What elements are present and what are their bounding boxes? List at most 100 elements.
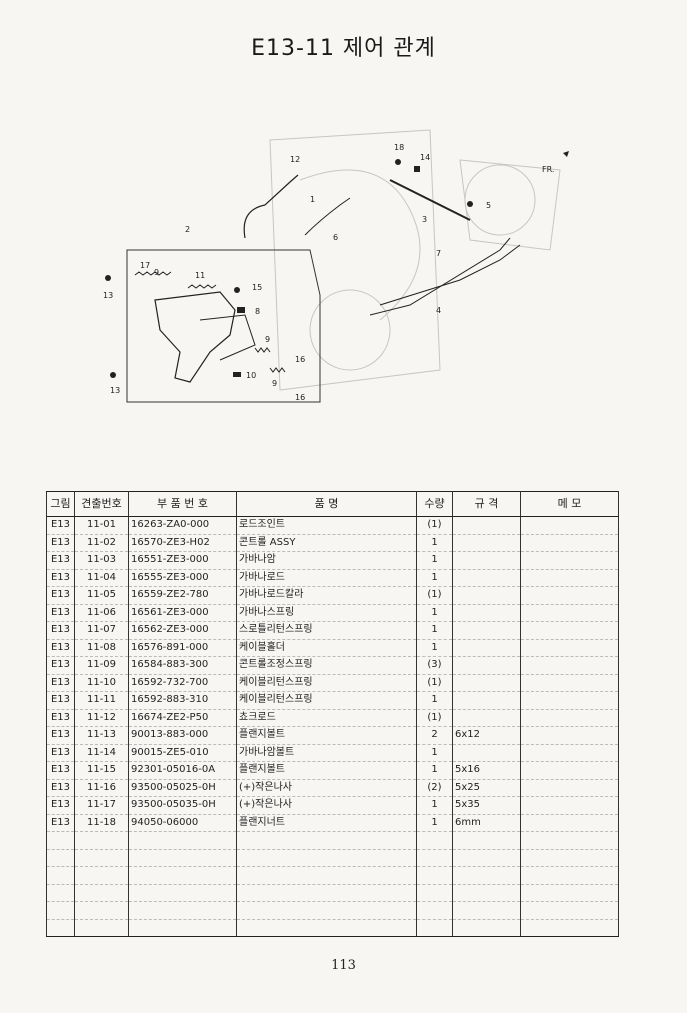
spring-11 [187,284,217,289]
svg-text:16: 16 [295,355,305,364]
svg-text:13: 13 [103,291,113,300]
cable-holder-8 [237,307,245,313]
control-assy-box [126,249,321,403]
cell-figure: E13 [46,709,75,727]
cell-figure: E13 [46,621,75,640]
bolt-13-top [105,275,111,281]
cell-part-no: 16592-732-700 [128,674,237,692]
cell-ref-no: 11-04 [74,569,129,587]
nut-18 [395,159,401,165]
cell-ref-no: 11-11 [74,691,129,710]
cell-qty: 1 [416,796,453,815]
callout-numbers: 1 2 3 4 5 6 7 8 9 9 9 10 11 12 13 13 14 … [103,143,491,402]
cell-part-no: 16555-ZE3-000 [128,569,237,587]
cell-empty [74,884,129,902]
cell-spec [452,516,521,535]
cell-memo [520,656,619,675]
cell-empty [74,919,129,937]
cell-empty [520,919,619,937]
cell-memo [520,516,619,535]
cell-empty [46,831,75,850]
cell-part-name: 케이블리턴스프링 [236,691,417,710]
cell-part-no: 90015-ZE5-010 [128,744,237,762]
spring-9-low [269,367,286,373]
cell-ref-no: 11-17 [74,796,129,815]
cell-ref-no: 11-08 [74,639,129,657]
cell-spec [452,709,521,727]
svg-text:12: 12 [290,155,300,164]
cell-empty [46,901,75,920]
governor-rod-12 [243,174,299,239]
cell-part-no: 16551-ZE3-000 [128,551,237,570]
cell-empty [416,901,453,920]
cell-empty [452,901,521,920]
bolt-13-bottom [110,372,116,378]
cell-part-name: 케이블리턴스프링 [236,674,417,692]
cell-empty [452,849,521,867]
cell-empty [452,919,521,937]
cell-part-name: 스로틀리턴스프링 [236,621,417,640]
cell-part-no: 16576-891-000 [128,639,237,657]
cell-spec [452,691,521,710]
cell-empty [236,884,417,902]
cell-spec: 5x25 [452,779,521,797]
governor-arm-3 [389,179,471,221]
cell-empty [128,866,237,885]
table-row-empty [46,919,619,937]
cell-qty: 1 [416,814,453,832]
cell-empty [520,866,619,885]
cell-figure: E13 [46,761,75,780]
svg-text:16: 16 [295,393,305,402]
cell-memo [520,796,619,815]
cell-part-name: 가바나로드 [236,569,417,587]
cell-part-name: 콘트롤조정스프링 [236,656,417,675]
table-header-row: 그림 견출번호 부 품 번 호 품 명 수량 규 격 메 모 [46,491,619,517]
cell-part-no: 16570-ZE3-H02 [128,534,237,552]
spring-9-mid [254,347,271,353]
col-header-memo: 메 모 [520,491,619,517]
cell-qty: (1) [416,674,453,692]
cell-qty: (2) [416,779,453,797]
cell-ref-no: 11-06 [74,604,129,622]
control-plate [154,291,236,383]
cell-spec [452,744,521,762]
cell-ref-no: 11-10 [74,674,129,692]
cell-spec: 6mm [452,814,521,832]
svg-text:13: 13 [110,386,120,395]
cell-empty [128,919,237,937]
svg-text:6: 6 [333,233,338,242]
cell-empty [416,919,453,937]
cell-memo [520,744,619,762]
cell-spec [452,656,521,675]
cell-part-name: 플랜지볼트 [236,726,417,745]
cell-empty [74,849,129,867]
cell-qty: 1 [416,569,453,587]
cell-empty [46,884,75,902]
cell-empty [416,884,453,902]
cell-part-name: 가바나스프링 [236,604,417,622]
cell-spec [452,604,521,622]
cell-part-no: 94050-06000 [128,814,237,832]
cell-part-name: (+)작은나사 [236,779,417,797]
cell-memo [520,621,619,640]
svg-text:9: 9 [272,379,277,388]
svg-text:8: 8 [255,307,260,316]
cell-empty [128,901,237,920]
exploded-parts-diagram: FR. 1 2 3 4 5 6 7 8 9 9 9 10 11 12 13 13… [80,120,640,420]
cell-spec [452,551,521,570]
cell-empty [46,866,75,885]
cell-figure: E13 [46,639,75,657]
cell-memo [520,691,619,710]
cell-part-name: 가바나암 [236,551,417,570]
cell-empty [74,831,129,850]
